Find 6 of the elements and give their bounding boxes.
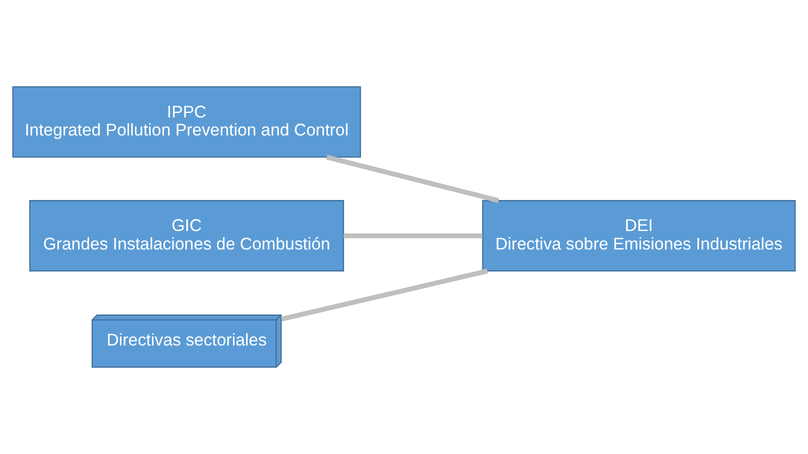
node-box: GIC Grandes Instalaciones de Combustión	[29, 200, 344, 272]
connector	[281, 268, 488, 322]
node-box: DEI Directiva sobre Emisiones Industriales	[482, 200, 796, 272]
connector	[326, 154, 500, 203]
connector	[344, 233, 482, 238]
node-box: IPPC Integrated Pollution Prevention and Control	[12, 86, 362, 158]
